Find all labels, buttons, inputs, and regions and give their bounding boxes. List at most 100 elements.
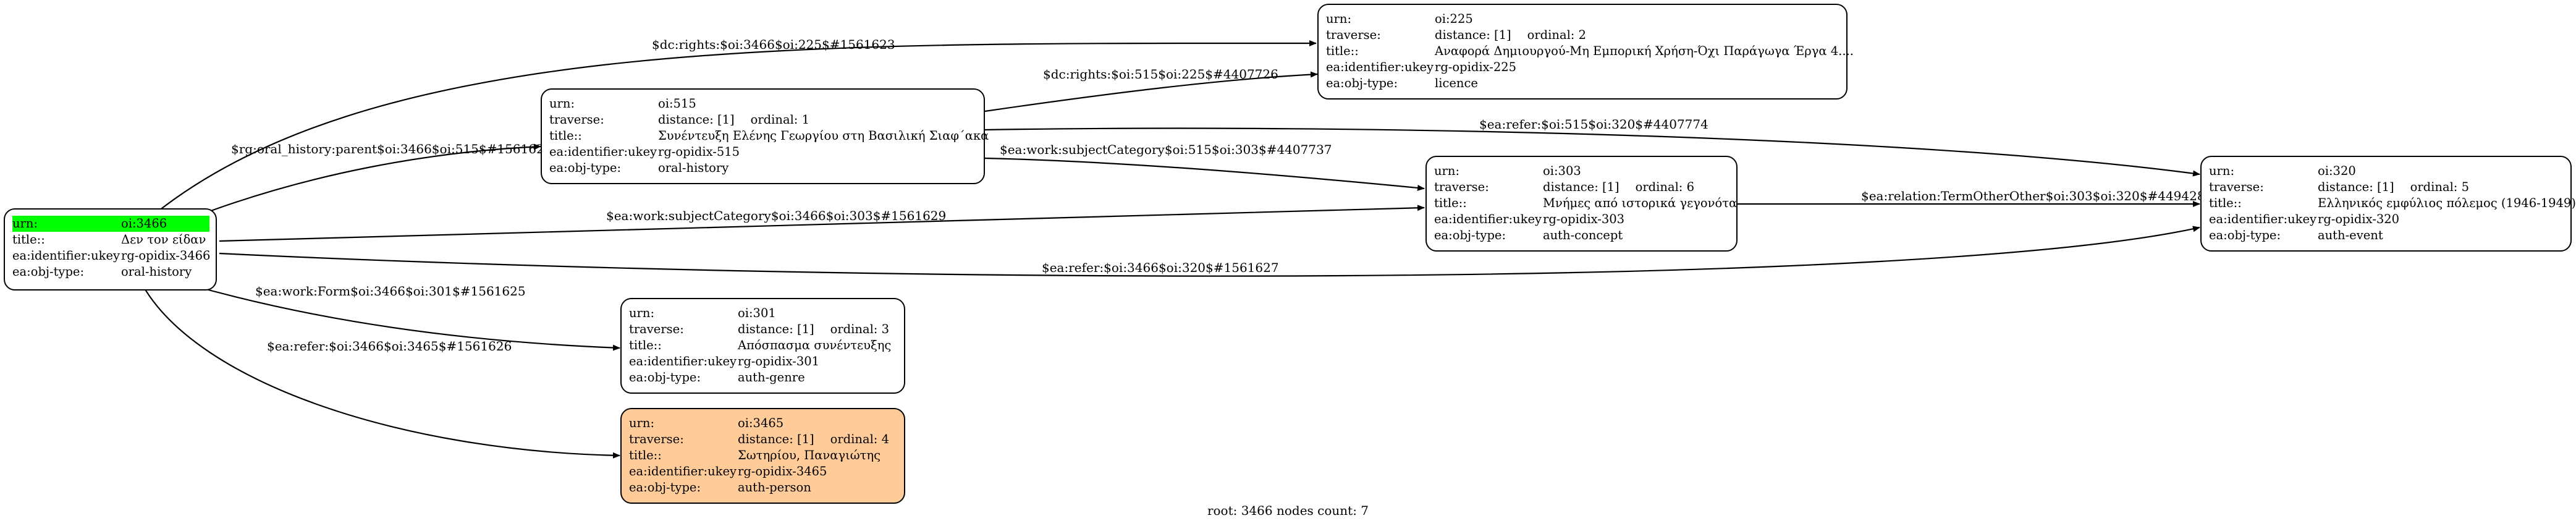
field-key: traverse: bbox=[629, 432, 684, 446]
field-key: ea:identifier:ukey bbox=[1326, 60, 1434, 74]
field-value: oi:303 bbox=[1543, 164, 1581, 178]
field-value: rg-opidix-3466 bbox=[121, 248, 211, 263]
edge-3466-515 bbox=[192, 143, 541, 219]
field-key: title:: bbox=[629, 338, 662, 352]
node-type-row: ea:obj-type: oral-history bbox=[12, 264, 209, 280]
edge-label: $ea:refer:$oi:515$oi:320$#4407774 bbox=[1479, 117, 1708, 132]
field-key: traverse: bbox=[549, 112, 604, 127]
field-key: ea:obj-type: bbox=[629, 480, 701, 494]
field-value: distance: [1] bbox=[1435, 28, 1511, 42]
field-value: distance: [1] bbox=[738, 322, 814, 336]
field-value: ordinal: 1 bbox=[750, 112, 809, 127]
field-value: auth-concept bbox=[1543, 228, 1623, 242]
edge-3466-303 bbox=[219, 205, 1425, 242]
field-value: auth-person bbox=[738, 480, 811, 494]
field-key: ea:obj-type: bbox=[1434, 228, 1506, 242]
field-value: oral-history bbox=[121, 265, 192, 279]
edge-label: $ea:refer:$oi:3466$oi:320$#1561627 bbox=[1042, 260, 1279, 275]
field-value: rg-opidix-225 bbox=[1435, 60, 1517, 74]
edge-515-320 bbox=[984, 127, 2200, 177]
node-ukey-row: ea:identifier:ukey rg-opidix-515 bbox=[549, 144, 978, 160]
node-urn-row: urn: oi:515 bbox=[549, 96, 978, 112]
field-key: title:: bbox=[1326, 44, 1359, 58]
field-value: licence bbox=[1435, 76, 1478, 90]
field-value: distance: [1] bbox=[738, 432, 814, 446]
node-title-row: title:: Δεν τον είδαν bbox=[12, 232, 209, 248]
edge-label: $ea:refer:$oi:3466$oi:3465$#1561626 bbox=[267, 339, 512, 354]
edge-515-225 bbox=[984, 71, 1318, 112]
field-value: oi:320 bbox=[2318, 164, 2356, 178]
field-value: distance: [1] bbox=[2318, 180, 2394, 194]
field-value: oi:515 bbox=[658, 96, 696, 111]
field-value: Σωτηρίου, Παναγιώτης bbox=[738, 448, 881, 462]
node-traverse-row: traverse: distance: [1] ordinal: 3 bbox=[629, 321, 898, 337]
edge-label: $ea:relation:TermOtherOther$oi:303$oi:32… bbox=[1861, 189, 2213, 203]
field-key: traverse: bbox=[2209, 180, 2264, 194]
field-value: distance: [1] bbox=[658, 112, 735, 127]
field-value: Αναφορά Δημιουργού-Μη Εμπορική Χρήση-Όχι… bbox=[1435, 44, 1854, 58]
edge-515-303 bbox=[984, 157, 1425, 191]
field-value: auth-genre bbox=[738, 370, 805, 384]
node-3465[interactable]: urn: oi:3465 traverse: distance: [1] ord… bbox=[620, 408, 905, 504]
field-key: ea:obj-type: bbox=[629, 370, 701, 384]
field-value: ordinal: 3 bbox=[830, 322, 889, 336]
node-ukey-row: ea:identifier:ukey rg-opidix-320 bbox=[2209, 211, 2564, 227]
field-value: oi:3466 bbox=[121, 216, 167, 231]
field-value: ordinal: 4 bbox=[830, 432, 889, 446]
field-key: ea:identifier:ukey bbox=[629, 354, 737, 368]
node-title-row: title:: Σωτηρίου, Παναγιώτης bbox=[629, 448, 898, 464]
node-type-row: ea:obj-type: auth-person bbox=[629, 480, 898, 496]
edge-label: $dc:rights:$oi:515$oi:225$#4407726 bbox=[1043, 67, 1278, 82]
field-key: urn: bbox=[1326, 12, 1352, 26]
field-key: urn: bbox=[2209, 164, 2235, 178]
field-key: title:: bbox=[12, 232, 45, 247]
node-title-row: title:: Απόσπασμα συνέντευξης bbox=[629, 337, 898, 354]
node-515[interactable]: urn: oi:515 traverse: distance: [1] ordi… bbox=[541, 88, 989, 184]
edge-label: $rg:oral_history:parent$oi:3466$oi:515$#… bbox=[231, 142, 552, 156]
node-type-row: ea:obj-type: auth-concept bbox=[1434, 227, 1730, 244]
edge-label: $dc:rights:$oi:3466$oi:225$#1561623 bbox=[652, 37, 895, 52]
node-ukey-row: ea:identifier:ukey rg-opidix-303 bbox=[1434, 211, 1730, 227]
node-301[interactable]: urn: oi:301 traverse: distance: [1] ordi… bbox=[620, 298, 905, 394]
edge-3466-301 bbox=[188, 283, 620, 351]
node-303[interactable]: urn: oi:303 traverse: distance: [1] ordi… bbox=[1425, 156, 1738, 252]
field-value: oi:225 bbox=[1435, 12, 1473, 26]
field-value: rg-opidix-320 bbox=[2318, 212, 2400, 226]
field-key: traverse: bbox=[1434, 180, 1489, 194]
field-key: ea:identifier:ukey bbox=[12, 248, 120, 263]
field-value: ordinal: 2 bbox=[1527, 28, 1586, 42]
field-key: urn: bbox=[12, 216, 38, 231]
field-key: title:: bbox=[2209, 196, 2242, 210]
field-key: traverse: bbox=[629, 322, 684, 336]
node-3466[interactable]: urn: oi:3466 title:: Δεν τον είδαν ea:id… bbox=[4, 208, 217, 291]
field-key: title:: bbox=[629, 448, 662, 462]
node-urn-row: urn: oi:3466 bbox=[12, 216, 209, 232]
field-key: traverse: bbox=[1326, 28, 1381, 42]
node-urn-row: urn: oi:301 bbox=[629, 305, 898, 321]
node-ukey-row: ea:identifier:ukey rg-opidix-301 bbox=[629, 354, 898, 370]
edge-3466-3465 bbox=[141, 284, 620, 459]
node-225[interactable]: urn: oi:225 traverse: distance: [1] ordi… bbox=[1317, 4, 1854, 100]
node-title-row: title:: Ελληνικός εμφύλιος πόλεμος (1946… bbox=[2209, 195, 2576, 211]
node-320[interactable]: urn: oi:320 traverse: distance: [1] ordi… bbox=[2200, 156, 2576, 252]
field-key: urn: bbox=[629, 306, 655, 320]
field-key: title:: bbox=[1434, 196, 1467, 210]
field-key: ea:obj-type: bbox=[1326, 76, 1398, 90]
field-value: auth-event bbox=[2318, 228, 2383, 242]
node-traverse-row: traverse: distance: [1] ordinal: 6 bbox=[1434, 179, 1730, 195]
field-value: oi:3465 bbox=[738, 416, 784, 430]
field-value: Συνέντευξη Ελένης Γεωργίου στη Βασιλική … bbox=[658, 129, 989, 143]
field-value: rg-opidix-515 bbox=[658, 145, 740, 159]
edge-label: $ea:work:subjectCategory$oi:3466$oi:303$… bbox=[606, 208, 946, 223]
field-key: ea:identifier:ukey bbox=[1434, 212, 1542, 226]
field-key: urn: bbox=[1434, 164, 1460, 178]
node-title-row: title:: Συνέντευξη Ελένης Γεωργίου στη Β… bbox=[549, 128, 989, 144]
field-value: rg-opidix-301 bbox=[738, 354, 820, 368]
field-value: Ελληνικός εμφύλιος πόλεμος (1946-1949) bbox=[2318, 196, 2576, 210]
field-value: distance: [1] bbox=[1543, 180, 1620, 194]
node-urn-row: urn: oi:320 bbox=[2209, 163, 2564, 179]
field-key: ea:identifier:ukey bbox=[629, 464, 737, 478]
field-key: title:: bbox=[549, 129, 582, 143]
field-value: rg-opidix-3465 bbox=[738, 464, 827, 478]
field-value: oral-history bbox=[658, 161, 729, 175]
